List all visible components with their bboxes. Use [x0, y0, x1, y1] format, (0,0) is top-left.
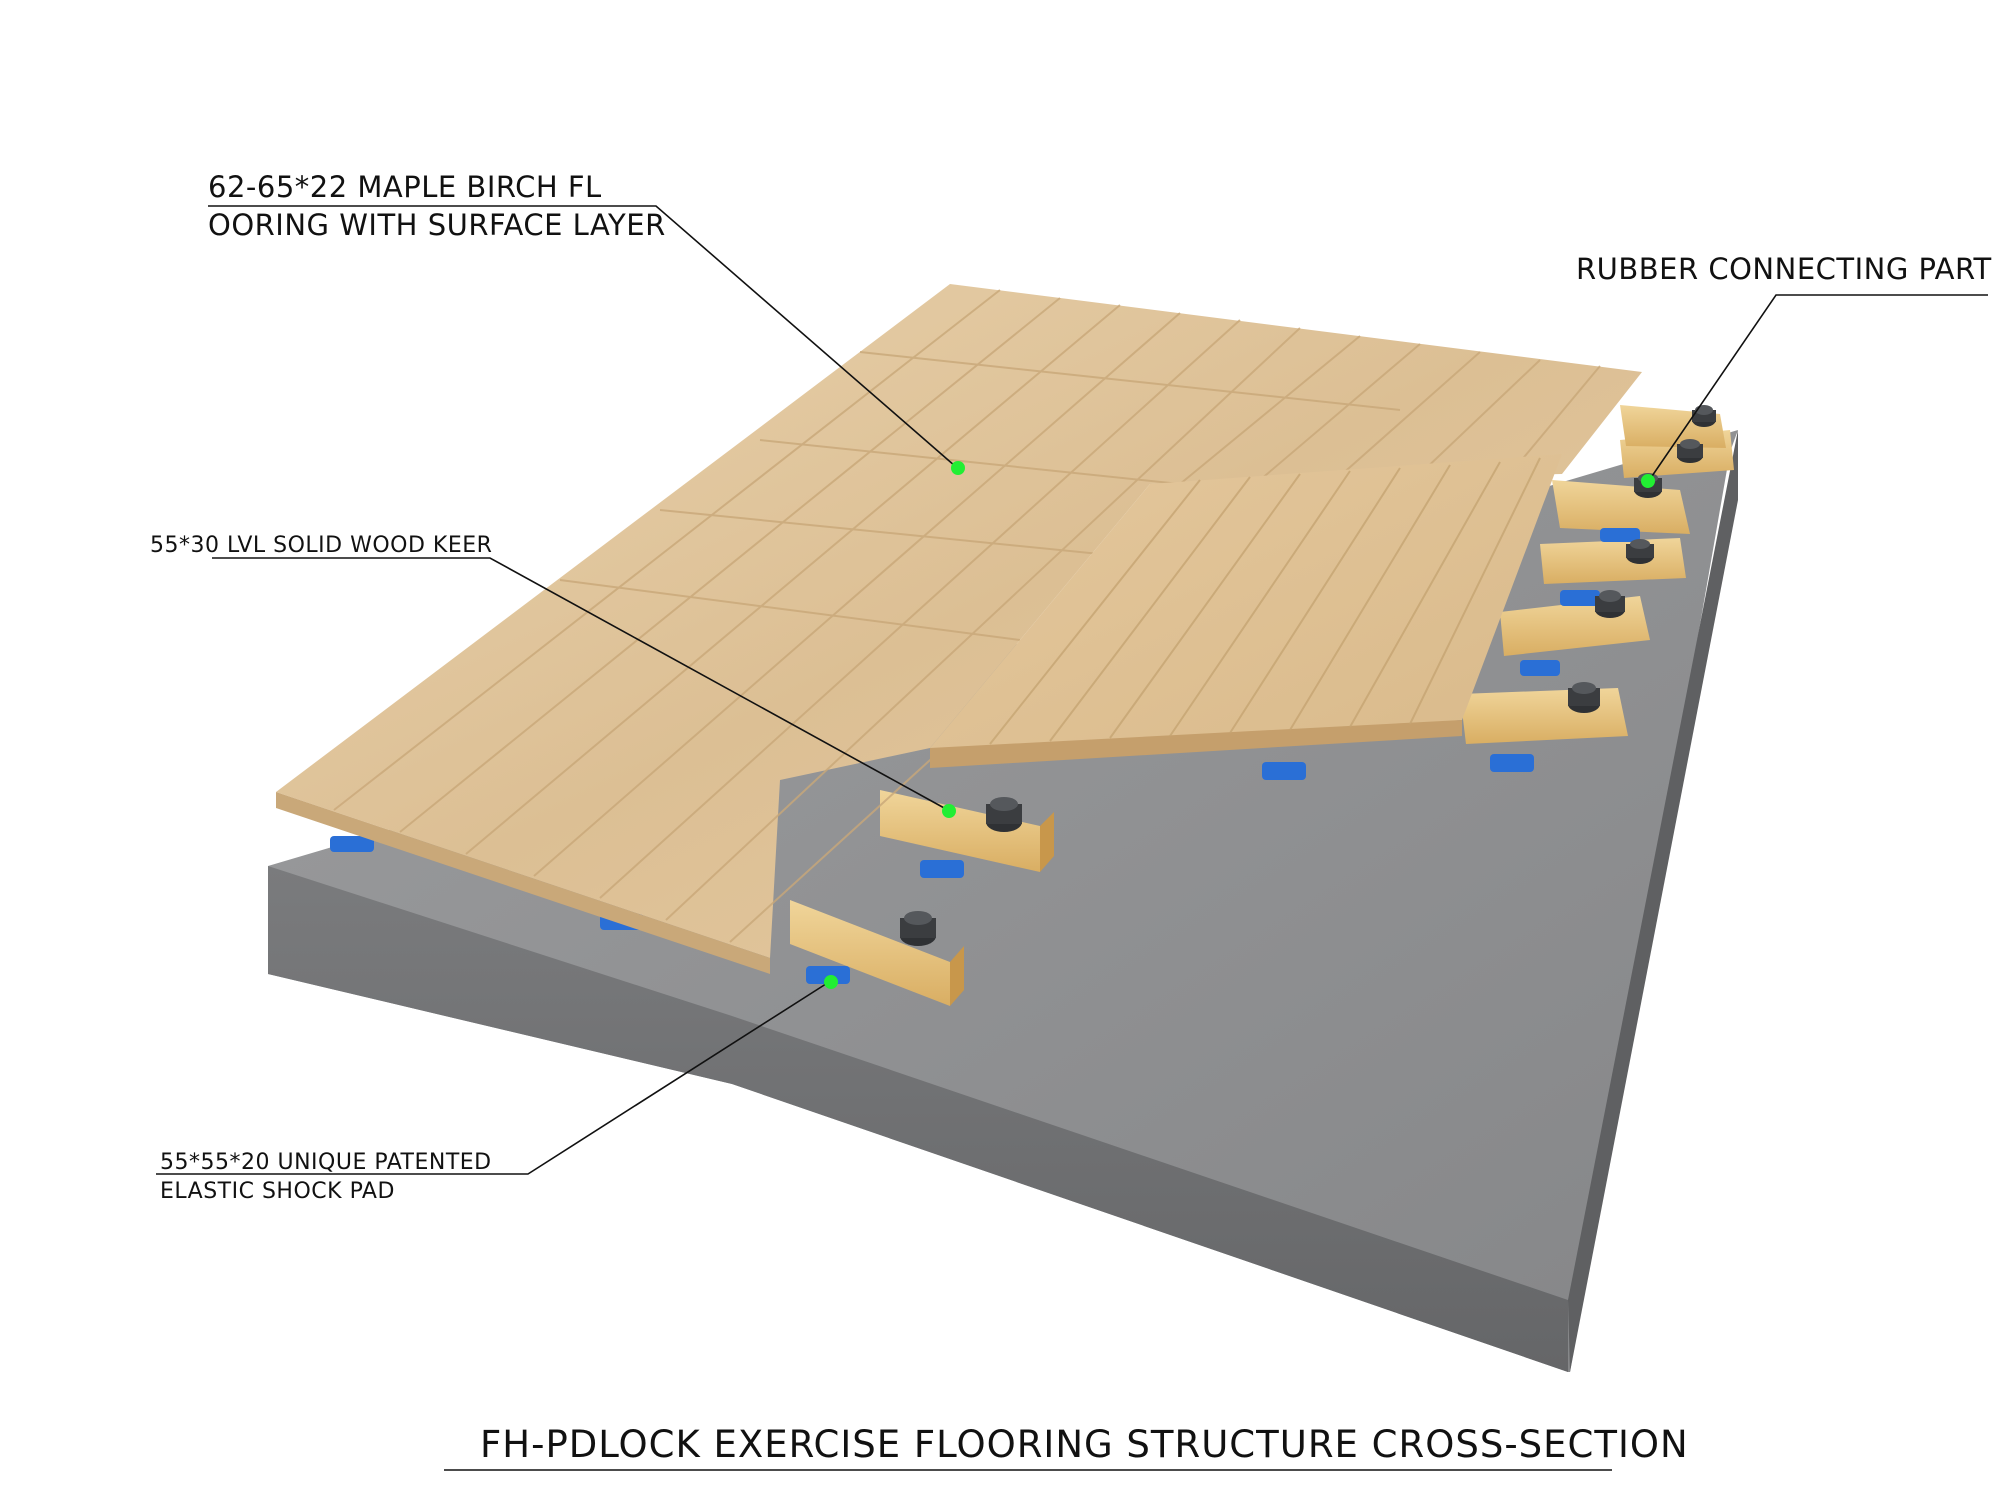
floor-panel-raised-surface: [930, 454, 1562, 758]
rubber-connector-icon: [1626, 539, 1654, 564]
keel-3: [1460, 688, 1628, 744]
callout-keel: 55*30 LVL SOLID WOOD KEER: [150, 533, 493, 558]
floor-panel-raised-edge: [930, 720, 1462, 768]
marker-dot-icon: [951, 461, 965, 475]
floor-panel-main: [276, 284, 1642, 974]
keel-2: [880, 790, 1040, 872]
marker-dot-icon: [942, 804, 956, 818]
rubber-connector-icon: [1692, 405, 1716, 427]
keel-2-end: [1040, 812, 1054, 872]
marker-dot-icon: [824, 975, 838, 989]
floor-panel-raised: [930, 454, 1562, 768]
leader-keel: [212, 557, 947, 810]
rubber-connector-icon: [986, 797, 1022, 832]
callout-flooring-line2: OORING WITH SURFACE LAYER: [208, 208, 666, 242]
floor-grain-lines-raised: [989, 457, 1541, 745]
shock-pad-icon: [1600, 528, 1640, 542]
shock-pad-icon: [806, 966, 850, 984]
rubber-connector-icon: [1677, 439, 1703, 463]
diagram-title: FH-PDLOCK EXERCISE FLOORING STRUCTURE CR…: [480, 1423, 1689, 1466]
rubber-connector-group: [900, 405, 1716, 946]
keel-front-end: [950, 946, 964, 1006]
floor-grain-lines: [333, 289, 1601, 943]
shock-pad-icon: [1262, 762, 1306, 780]
floor-panel-main-edge: [276, 792, 770, 974]
leader-rubber: [1649, 294, 1988, 480]
floor-panel-main-surface: [276, 284, 1642, 958]
callout-rubber: RUBBER CONNECTING PART: [1576, 252, 1992, 286]
shock-pad-icon: [330, 836, 374, 852]
concrete-front-face: [268, 866, 1568, 1372]
keel-5: [1540, 538, 1686, 584]
shock-pad-icon: [1560, 590, 1600, 606]
leader-lines: [156, 205, 1988, 1471]
rubber-connector-icon: [1568, 682, 1600, 713]
rubber-connector-icon: [900, 911, 936, 946]
rubber-connector-icon: [1595, 590, 1625, 618]
marker-group: [824, 461, 1655, 989]
shock-pad-group: [330, 528, 1640, 984]
keel-front: [790, 900, 950, 1006]
concrete-right-face: [1568, 430, 1738, 1372]
leader-flooring: [208, 205, 956, 467]
callout-shock-pad-line2: ELASTIC SHOCK PAD: [160, 1179, 395, 1204]
callout-shock-pad-line1: 55*55*20 UNIQUE PATENTED: [160, 1150, 492, 1175]
shock-pad-icon: [920, 860, 964, 878]
marker-dot-icon: [1641, 474, 1655, 488]
leader-shock-pad: [156, 981, 830, 1175]
callout-flooring-line1: 62-65*22 MAPLE BIRCH FL: [208, 170, 602, 204]
shock-pad-icon: [1490, 754, 1534, 772]
shock-pad-icon: [1520, 660, 1560, 676]
